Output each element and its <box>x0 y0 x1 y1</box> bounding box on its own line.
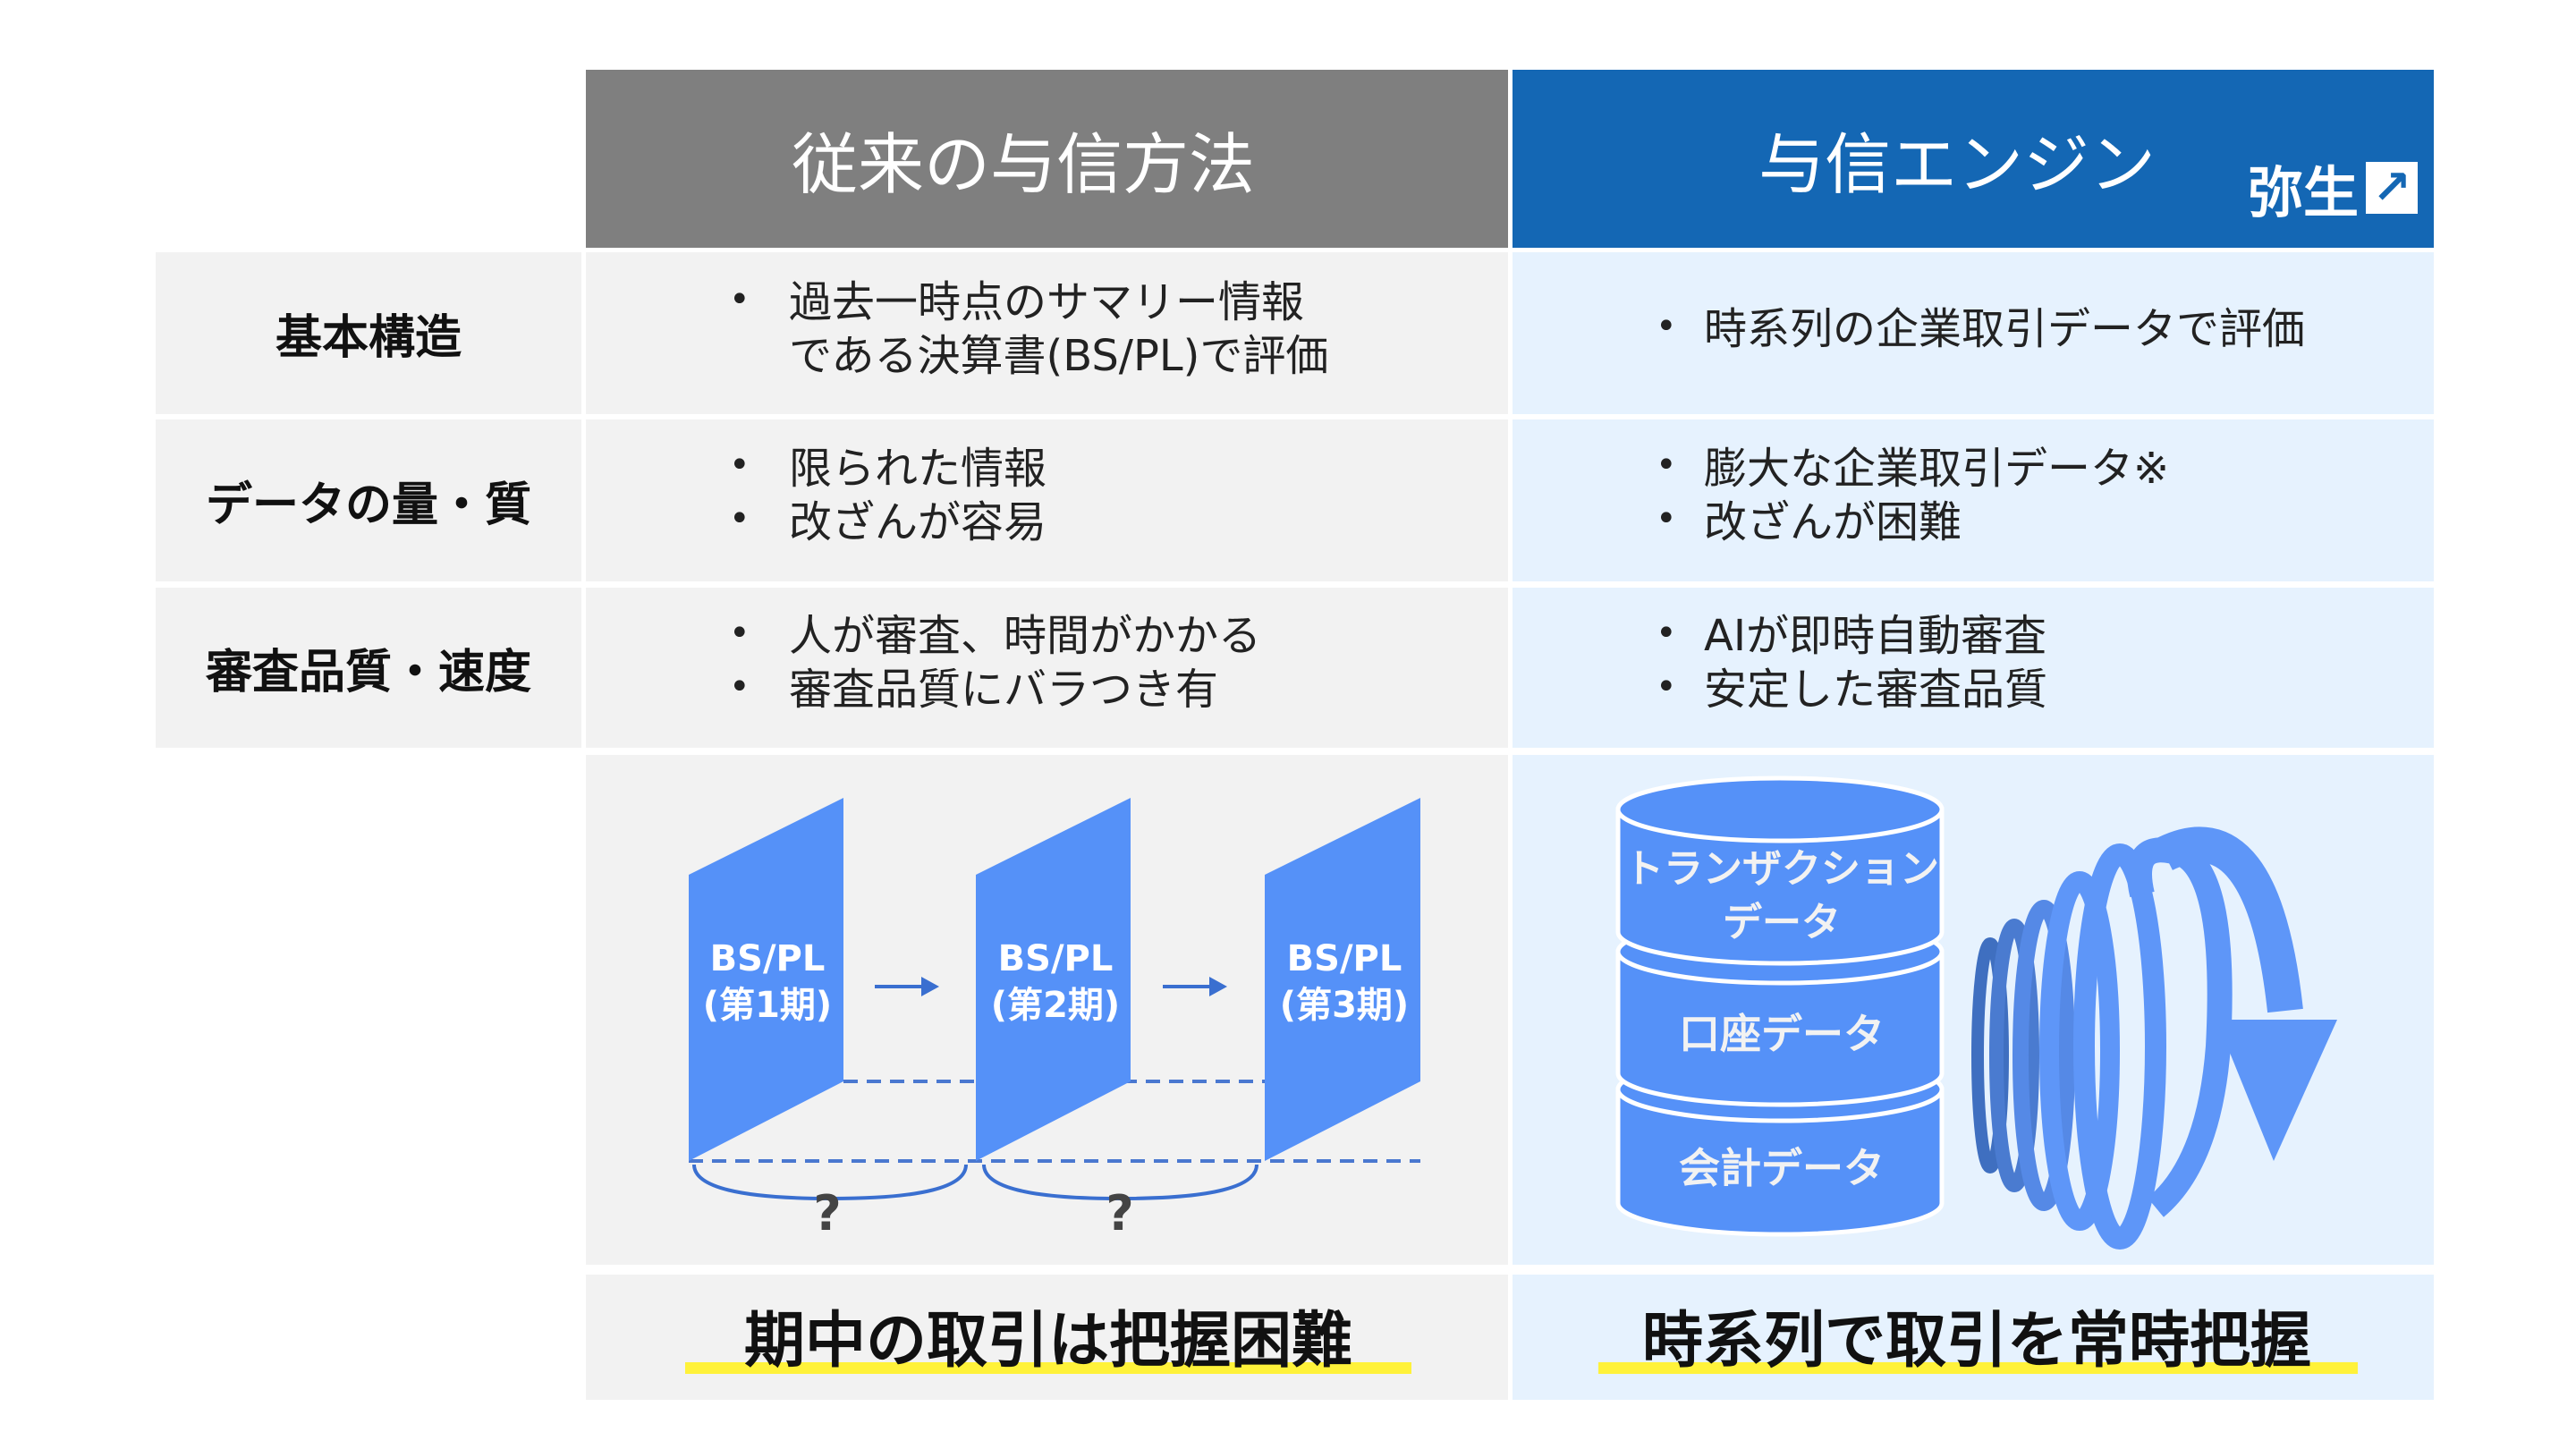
bullet-text: 時系列の企業取引データで評価 <box>1704 304 2306 354</box>
header-engine: 与信エンジン 弥生 ↗ <box>1513 70 2434 248</box>
conclusion-engine-text: 時系列で取引を常時把握 <box>1641 1306 2312 1377</box>
bullet-text: 改ざんが困難 <box>1704 497 1962 547</box>
database-cylinder <box>1615 775 1945 1237</box>
logo-text: 弥生 <box>2247 160 2359 225</box>
bullet: • <box>1656 666 1677 708</box>
bspl-panel-3: BS/PL (第3期) <box>1265 798 1420 1161</box>
layer-transaction: データ <box>1723 900 1841 945</box>
conclusion-traditional-text: 期中の取引は把握困難 <box>743 1306 1353 1377</box>
layer-transaction: トランザクション <box>1624 846 1939 892</box>
bullet: • <box>729 666 750 708</box>
gap-brace <box>982 1164 1258 1201</box>
cell-traditional-structure: • 過去一時点のサマリー情報 である決算書(BS/PL)で評価 <box>586 252 1508 414</box>
bullet: • <box>729 445 750 486</box>
cell-traditional-quality: • 人が審査、時間がかかる • 審査品質にバラつき有 <box>586 588 1508 748</box>
bullet: • <box>729 498 750 539</box>
question-mark: ? <box>1106 1185 1133 1241</box>
header-engine-title: 与信エンジン <box>1758 126 2156 203</box>
bspl-panel-2: BS/PL (第2期) <box>976 798 1131 1161</box>
bspl-panel-1: BS/PL (第1期) <box>689 798 843 1161</box>
bullet-text: 過去一時点のサマリー情報 <box>789 277 1305 327</box>
cell-engine-structure: • 時系列の企業取引データで評価 <box>1513 252 2434 414</box>
bullet: • <box>1656 306 1677 347</box>
panel-period: (第2期) <box>991 985 1120 1026</box>
bullet-text: 人が審査、時間がかかる <box>789 611 1262 661</box>
header-traditional-title: 従来の与信方法 <box>792 126 1255 203</box>
bullet-text: 膨大な企業取引データ※ <box>1704 444 2170 494</box>
bullet-text: 改ざんが容易 <box>789 497 1047 547</box>
cell-engine-quality: • AIが即時自動審査 • 安定した審査品質 <box>1513 588 2434 748</box>
bullet-text: AIが即時自動審査 <box>1704 611 2046 661</box>
bullet-text: 限られた情報 <box>789 444 1047 494</box>
bullet-text: 安定した審査品質 <box>1704 665 2048 715</box>
panel-title: BS/PL <box>998 938 1114 979</box>
bullet: • <box>1656 498 1677 539</box>
header-traditional: 従来の与信方法 <box>586 70 1508 248</box>
bullet: • <box>729 279 750 320</box>
row-label-quality-speed: 審査品質・速度 <box>156 588 581 748</box>
row-label-data: データの量・質 <box>156 419 581 581</box>
panel-title: BS/PL <box>710 938 826 979</box>
bullet: • <box>1656 613 1677 654</box>
bullet-text: 審査品質にバラつき有 <box>789 665 1219 715</box>
panel-title: BS/PL <box>1287 938 1402 979</box>
spiral-arrow-icon <box>1971 826 2337 1250</box>
yayoi-logo: 弥生 ↗ <box>2248 148 2418 228</box>
cell-traditional-data: • 限られた情報 • 改ざんが容易 <box>586 419 1508 581</box>
cell-engine-data: • 膨大な企業取引データ※ • 改ざんが困難 <box>1513 419 2434 581</box>
arrow-up-right-icon: ↗ <box>2366 162 2418 214</box>
bullet: • <box>1656 445 1677 486</box>
highlight-underline <box>1598 1362 2358 1374</box>
panel-period: (第1期) <box>703 985 832 1026</box>
question-mark: ? <box>813 1185 841 1241</box>
conclusion-traditional: 期中の取引は把握困難 <box>586 1275 1508 1400</box>
bullet-text: である決算書(BS/PL)で評価 <box>789 331 1329 381</box>
arrow-right-icon <box>1163 977 1227 996</box>
highlight-underline <box>685 1362 1411 1374</box>
bullet: • <box>729 613 750 654</box>
row-label-structure: 基本構造 <box>156 252 581 414</box>
panel-period: (第3期) <box>1280 985 1409 1026</box>
conclusion-engine: 時系列で取引を常時把握 <box>1513 1275 2434 1400</box>
layer-accounting: 会計データ <box>1679 1144 1885 1192</box>
gap-brace <box>692 1164 968 1201</box>
layer-account: 口座データ <box>1679 1010 1885 1058</box>
arrow-right-icon <box>875 977 939 996</box>
